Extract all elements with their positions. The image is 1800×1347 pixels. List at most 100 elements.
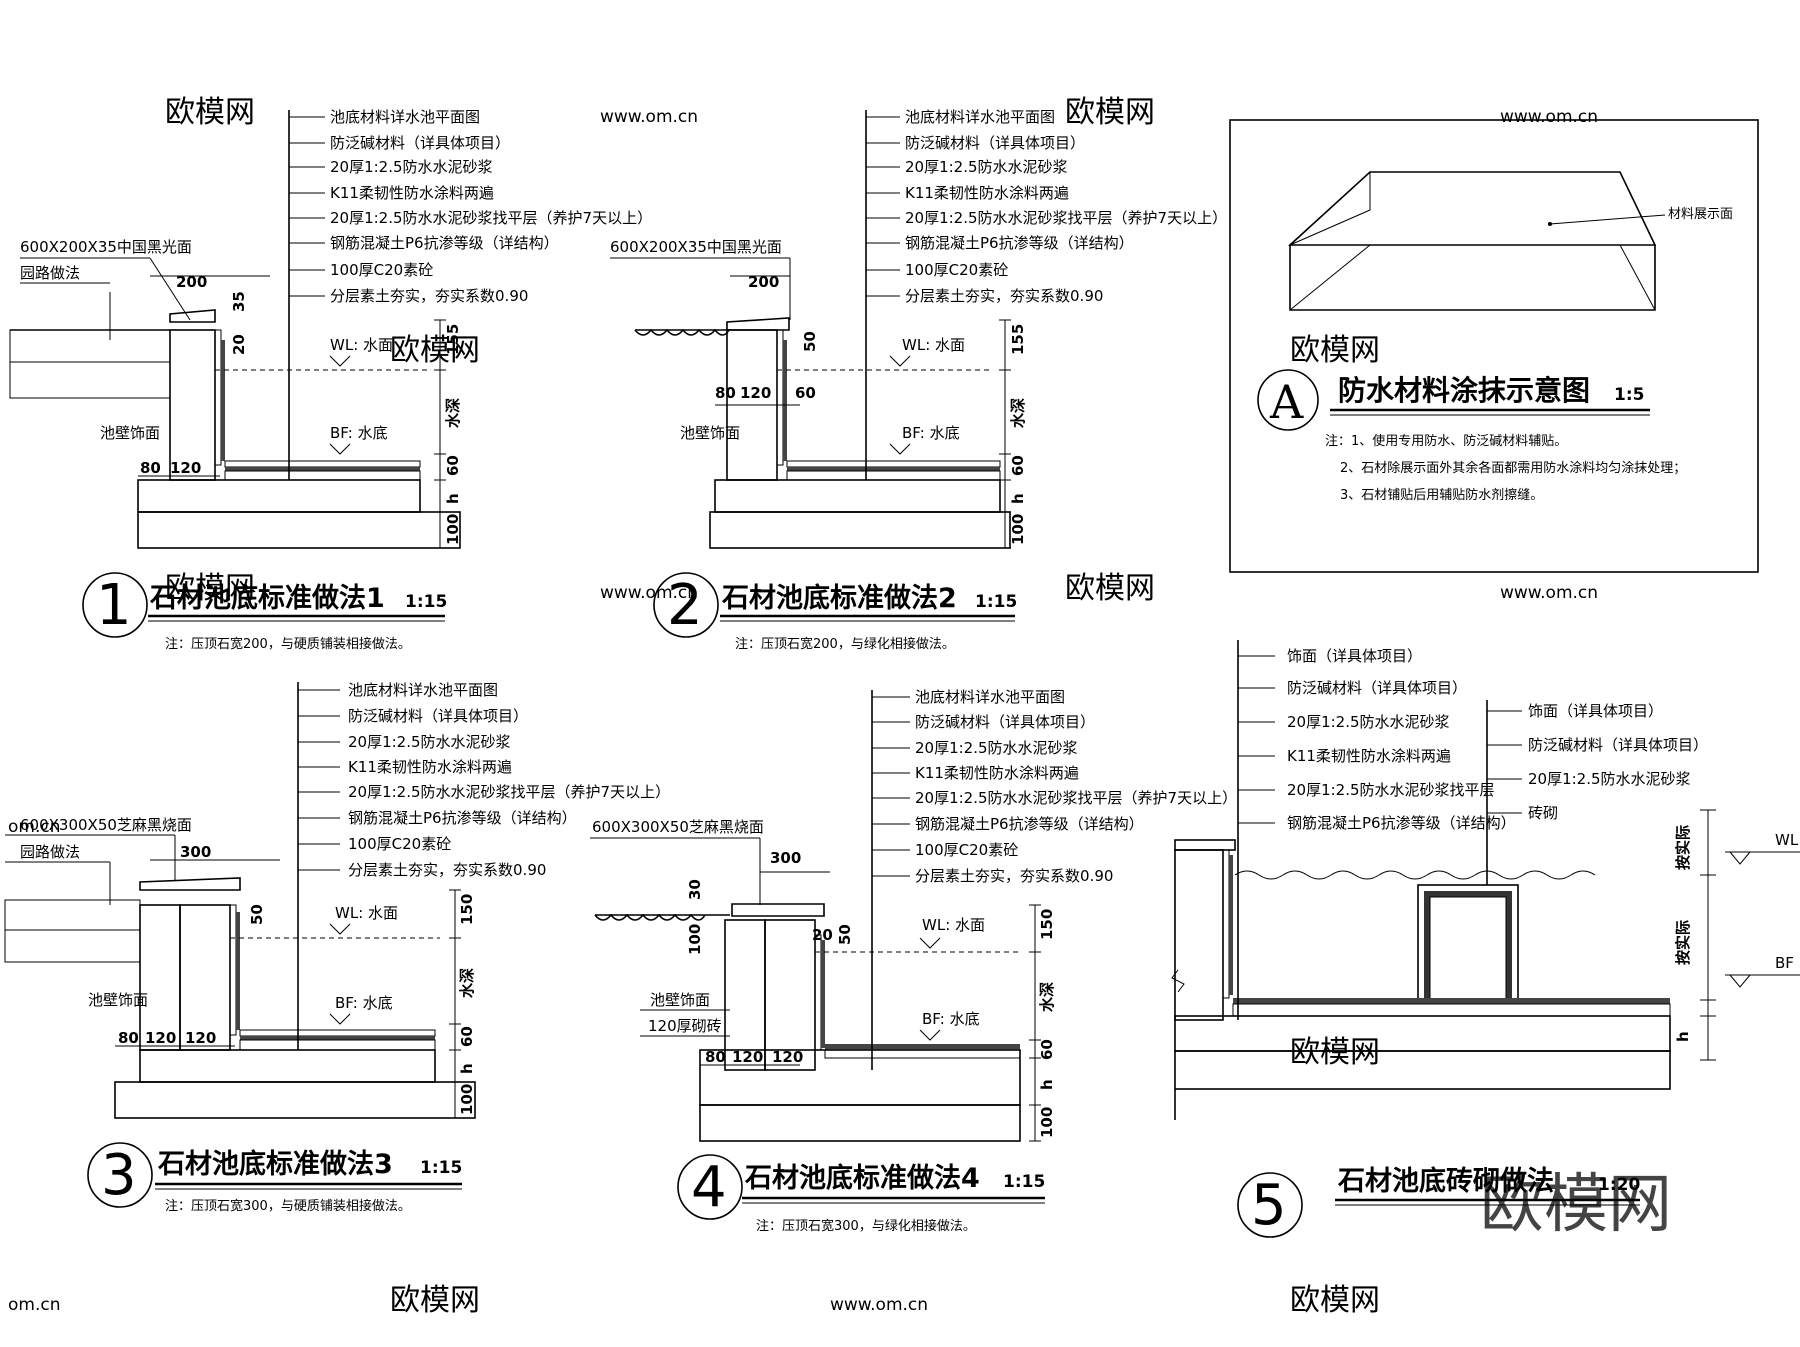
depth-label: 水深 — [458, 968, 476, 998]
dim-label: 80 — [140, 459, 161, 477]
dim-label: 60 — [458, 1026, 476, 1047]
detail-1-section — [9, 110, 461, 549]
panel-a-note: 3、石材铺贴后用辅贴防水剂擦缝。 — [1340, 487, 1543, 503]
dim-label: h — [1038, 1079, 1056, 1090]
detail-note: 注：压顶石宽300，与绿化相接做法。 — [756, 1218, 976, 1234]
watermark-site: www.om.cn — [1500, 107, 1598, 127]
stone-spec: 600X200X35中国黑光面 — [610, 238, 782, 256]
layer-label: 20厚1:2.5防水水泥砂浆找平层（养护7天以上） — [915, 789, 1237, 807]
detail-1-labels: 池底材料详水池平面图 防泛碱材料（详具体项目） 20厚1:2.5防水水泥砂浆 K… — [20, 108, 652, 545]
panel-a-title: 防水材料涂抹示意图 — [1338, 374, 1590, 407]
wl-label: WL: 水面 — [330, 336, 393, 354]
dim-label: 20 — [230, 334, 248, 355]
layer-label: 20厚1:2.5防水水泥砂浆找平层（养护7天以上） — [330, 209, 652, 227]
detail-number: 4 — [691, 1155, 727, 1220]
layer-label: K11柔韧性防水涂料两遍 — [330, 184, 494, 202]
dim-label: 60 — [795, 384, 816, 402]
detail-2-title-block: 2 石材池底标准做法2 1:15 注：压顶石宽200，与绿化相接做法。 — [653, 572, 1017, 652]
dim-label: 80 — [715, 384, 736, 402]
panel-a-note: 2、石材除展示面外其余各面都需用防水涂料均匀涂抹处理； — [1340, 460, 1686, 476]
dim-label: 100 — [686, 924, 704, 955]
brick-label: 120厚砌砖 — [648, 1017, 722, 1035]
detail-title: 石材池底标准做法3 — [157, 1148, 393, 1180]
layer-label: 20厚1:2.5防水水泥砂浆找平层（养护7天以上） — [348, 783, 670, 801]
detail-number: 3 — [101, 1143, 137, 1208]
dim-label: 100 — [1009, 514, 1027, 545]
dim-label: 300 — [180, 843, 211, 861]
layer-label: 池底材料详水池平面图 — [348, 681, 498, 699]
detail-number-circle — [653, 572, 719, 638]
layer-label: K11柔韧性防水涂料两遍 — [1287, 747, 1451, 765]
dim-label: 50 — [836, 924, 854, 945]
wall-finish-label: 池壁饰面 — [88, 991, 148, 1009]
layer-label: 池底材料详水池平面图 — [905, 108, 1055, 126]
watermark-brand: 欧模网 — [1290, 333, 1380, 368]
dim-label: 155 — [444, 324, 462, 355]
dim-label: 20 — [812, 926, 833, 944]
layer-label: 20厚1:2.5防水水泥砂浆 — [348, 733, 511, 751]
watermark-site: om.cn — [8, 1295, 61, 1315]
panel-a-letter-circle — [1257, 369, 1319, 431]
detail-3-section — [4, 682, 476, 1119]
detail-1: 池底材料详水池平面图 防泛碱材料（详具体项目） 20厚1:2.5防水水泥砂浆 K… — [9, 108, 652, 652]
layer-label: 池底材料详水池平面图 — [915, 688, 1065, 706]
detail-3: 池底材料详水池平面图 防泛碱材料（详具体项目） 20厚1:2.5防水水泥砂浆 K… — [4, 681, 670, 1214]
layer-label: 20厚1:2.5防水水泥砂浆找平层（养护7天以上） — [905, 209, 1227, 227]
dim-label: 35 — [230, 291, 248, 312]
watermark-brand: 欧模网 — [1290, 1035, 1380, 1070]
watermarks: 欧模网 www.om.cn 欧模网 www.om.cn 欧模网 欧模网 欧模网 … — [8, 95, 1672, 1318]
path-label: 园路做法 — [20, 264, 80, 282]
layer-label: 分层素土夯实，夯实系数0.90 — [905, 287, 1103, 305]
bf-label: BF: 水底 — [335, 994, 393, 1012]
detail-title: 石材池底砖砌做法 — [1337, 1165, 1554, 1197]
layer-label: 砖砌 — [1528, 804, 1558, 822]
path-label: 园路做法 — [20, 843, 80, 861]
dim-label: h — [444, 493, 462, 504]
detail-4-section — [590, 690, 1041, 1142]
dim-label: 200 — [748, 273, 779, 291]
stone-sketch — [1287, 171, 1666, 311]
layer-label: 钢筋混凝土P6抗渗等级（详结构） — [915, 815, 1144, 833]
dim-label: 120 — [772, 1048, 803, 1066]
detail-5-labels: 饰面（详具体项目） 防泛碱材料（详具体项目） 20厚1:2.5防水水泥砂浆 K1… — [1287, 647, 1799, 1042]
detail-1-title-block: 1 石材池底标准做法1 1:15 注：压顶石宽200，与硬质铺装相接做法。 — [82, 572, 447, 652]
depth-label: 水深 — [1009, 398, 1027, 428]
dim-label: 50 — [248, 904, 266, 925]
layer-label: 钢筋混凝土P6抗渗等级（详结构） — [330, 234, 559, 252]
panel-a: 材料展示面 A 防水材料涂抹示意图 1:5 注：1、使用专用防水、防泛碱材料辅贴… — [1229, 119, 1759, 573]
layer-label: 20厚1:2.5防水水泥砂浆 — [1287, 713, 1450, 731]
bf-label: BF: 水底 — [330, 424, 388, 442]
layer-label: 饰面（详具体项目） — [1528, 702, 1663, 720]
wl-label: WL: 水面 — [902, 336, 965, 354]
layer-label: 防泛碱材料（详具体项目） — [1528, 736, 1708, 754]
dim-label: 120 — [732, 1048, 763, 1066]
watermark-site: www.om.cn — [600, 107, 698, 127]
watermark-brand: 欧模网 — [390, 333, 480, 368]
wall-finish-label: 池壁饰面 — [100, 424, 160, 442]
watermark-brand: 欧模网 — [1065, 95, 1155, 130]
layer-label: 20厚1:2.5防水水泥砂浆 — [1528, 770, 1691, 788]
detail-number: 5 — [1251, 1173, 1287, 1238]
layer-label: 钢筋混凝土P6抗渗等级（详结构） — [905, 234, 1134, 252]
layer-label: 防泛碱材料（详具体项目） — [915, 713, 1095, 731]
dim-label: 60 — [444, 455, 462, 476]
detail-4: 池底材料详水池平面图 防泛碱材料（详具体项目） 20厚1:2.5防水水泥砂浆 K… — [590, 688, 1237, 1234]
detail-3-labels: 池底材料详水池平面图 防泛碱材料（详具体项目） 20厚1:2.5防水水泥砂浆 K… — [20, 681, 670, 1115]
detail-2-labels: 池底材料详水池平面图 防泛碱材料（详具体项目） 20厚1:2.5防水水泥砂浆 K… — [610, 108, 1227, 545]
layer-label: 饰面（详具体项目） — [1287, 647, 1422, 665]
stone-spec: 600X300X50芝麻黑烧面 — [20, 816, 192, 834]
layer-label: 20厚1:2.5防水水泥砂浆找平层 — [1287, 781, 1495, 799]
dim-label: 60 — [1038, 1039, 1056, 1060]
detail-4-labels: 池底材料详水池平面图 防泛碱材料（详具体项目） 20厚1:2.5防水水泥砂浆 K… — [592, 688, 1237, 1138]
detail-5: 饰面（详具体项目） 防泛碱材料（详具体项目） 20厚1:2.5防水水泥砂浆 K1… — [1171, 640, 1800, 1238]
watermark-site: www.om.cn — [600, 583, 698, 603]
detail-note: 注：压顶石宽200，与绿化相接做法。 — [735, 636, 955, 652]
dim-label: 60 — [1009, 455, 1027, 476]
watermark-brand: 欧模网 — [1290, 1283, 1380, 1318]
dim-label: 120 — [170, 459, 201, 477]
dim-label: 50 — [801, 331, 819, 352]
dim-label: h — [458, 1063, 476, 1074]
dim-label: 120 — [740, 384, 771, 402]
watermark-brand: 欧模网 — [165, 95, 255, 130]
